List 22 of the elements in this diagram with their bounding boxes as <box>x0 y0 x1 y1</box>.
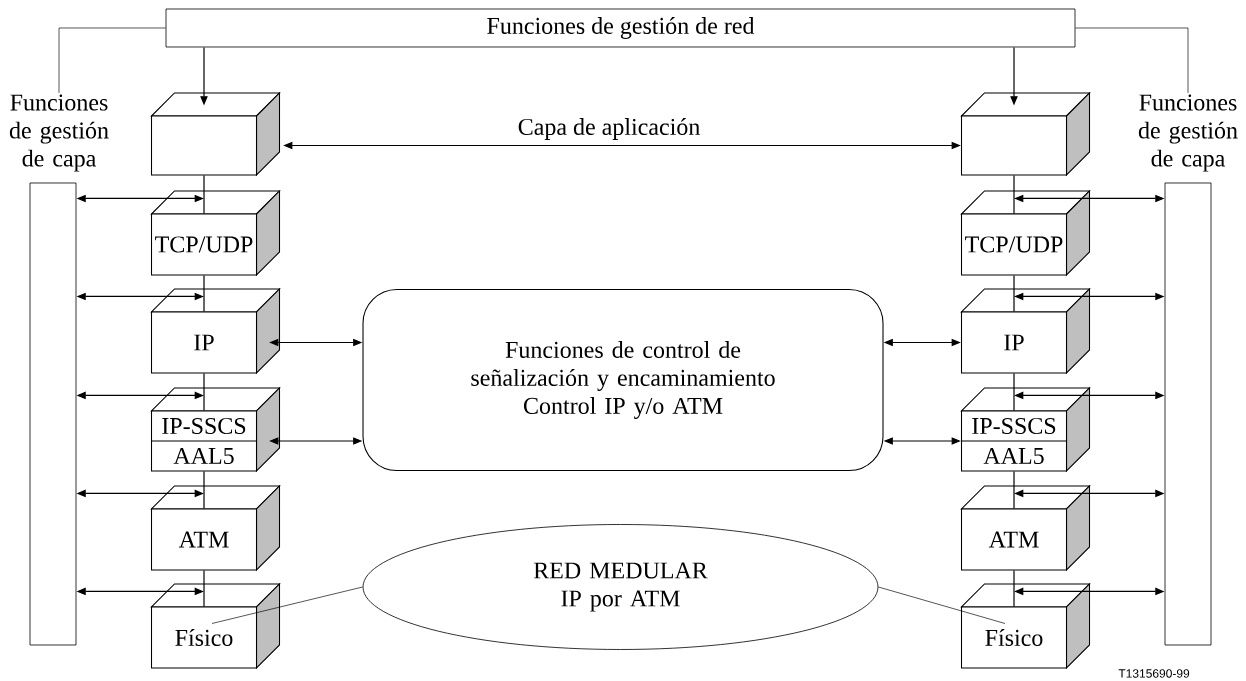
leader-line <box>211 586 363 624</box>
connector-line <box>203 569 205 608</box>
connector-line <box>1013 274 1015 313</box>
connector-line <box>1013 372 1015 412</box>
connector-line <box>58 27 166 94</box>
node-label: Funciones de gestión de capa <box>1138 94 1238 172</box>
connector-line <box>203 274 205 313</box>
connector-line <box>1013 569 1015 608</box>
management-bar: Funciones de gestión de capa <box>9 94 109 646</box>
connector-line <box>1075 27 1189 94</box>
control-box: Funciones de control de señalización y encaminamiento Control IP y/o ATM <box>362 288 884 472</box>
management-bar: Funciones de gestión de capa <box>1138 94 1238 646</box>
title-bar: Funciones de gestión de red <box>165 8 1076 48</box>
connector-line <box>1013 470 1015 510</box>
node-label: Funciones de gestión de capa <box>9 94 109 172</box>
edge-label: Capa de aplicación <box>516 116 702 142</box>
connector-line <box>203 372 205 412</box>
connector-line <box>1013 174 1015 215</box>
connector-line <box>203 470 205 510</box>
connector-line <box>203 174 205 215</box>
leader-line <box>878 586 1006 624</box>
figure-number: T1315690-99 <box>1118 669 1190 678</box>
